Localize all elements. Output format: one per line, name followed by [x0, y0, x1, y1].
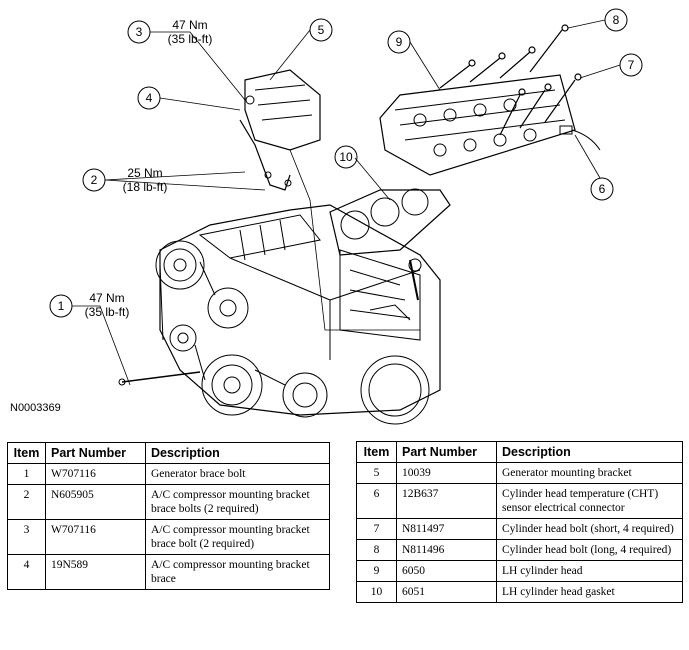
table-header-row: Item Part Number Description [356, 441, 683, 463]
callout-9-number: 9 [396, 35, 403, 49]
item-cell: 2 [7, 484, 46, 520]
table-row: 4 19N589 A/C compressor mounting bracket… [7, 554, 330, 590]
description-cell: A/C compressor mounting bracket brace bo… [145, 519, 330, 555]
callout-3-torque-lbft: (35 lb-ft) [168, 32, 213, 46]
part-number-cell: W707116 [45, 463, 146, 485]
header-item: Item [7, 442, 46, 464]
table-row: 1 W707116 Generator brace bolt [7, 463, 330, 485]
engine-exploded-view-illustration: 3 5 4 2 1 9 10 8 7 6 47 Nm (35 lb-ft) 25… [49, 8, 643, 425]
table-row: 8 N811496 Cylinder head bolt (long, 4 re… [356, 539, 683, 561]
item-cell: 3 [7, 519, 46, 555]
callout-6-number: 6 [599, 182, 606, 196]
table-row: 6 12B637 Cylinder head temperature (CHT)… [356, 483, 683, 519]
table-header-row: Item Part Number Description [7, 442, 330, 464]
part-number-cell: 10039 [396, 462, 497, 484]
callout-1-torque-lbft: (35 lb-ft) [85, 305, 130, 319]
part-number-cell: 6051 [396, 581, 497, 603]
cht-sensor-connector-drawing [559, 125, 601, 151]
part-number-cell: 6050 [396, 560, 497, 582]
description-cell: Generator brace bolt [145, 463, 330, 485]
parts-table-left: Item Part Number Description 1 W707116 G… [7, 442, 330, 590]
item-cell: 7 [356, 518, 397, 540]
description-cell: LH cylinder head gasket [496, 581, 683, 603]
item-cell: 8 [356, 539, 397, 561]
cylinder-head-gasket-drawing [329, 188, 451, 256]
header-part-number: Part Number [396, 441, 497, 463]
callout-4-circle [137, 86, 161, 110]
description-cell: Cylinder head bolt (short, 4 required) [496, 518, 683, 540]
table-row: 10 6051 LH cylinder head gasket [356, 581, 683, 603]
leader-lines [72, 19, 621, 386]
part-number-cell: W707116 [45, 519, 146, 555]
callout-1-torque-nm: 47 Nm [89, 291, 124, 305]
item-cell: 1 [7, 463, 46, 485]
header-description: Description [145, 442, 330, 464]
part-number-cell: 19N589 [45, 554, 146, 590]
description-cell: Generator mounting bracket [496, 462, 683, 484]
callout-10-circle [334, 145, 358, 169]
engine-block-drawing [155, 204, 441, 425]
item-cell: 6 [356, 483, 397, 519]
callout-2-torque-nm: 25 Nm [127, 166, 162, 180]
callout-2-circle [82, 168, 106, 192]
callout-10-number: 10 [339, 150, 353, 164]
callout-1-number: 1 [58, 299, 65, 313]
generator-bracket-drawing [239, 69, 321, 191]
callout-8-circle [604, 8, 628, 32]
generator-brace-bolt-drawing [121, 371, 201, 383]
callout-7-number: 7 [628, 58, 635, 72]
table-row: 9 6050 LH cylinder head [356, 560, 683, 582]
callout-4-number: 4 [146, 91, 153, 105]
header-item: Item [356, 441, 397, 463]
header-part-number: Part Number [45, 442, 146, 464]
callout-2-torque-lbft: (18 lb-ft) [123, 180, 168, 194]
item-cell: 5 [356, 462, 397, 484]
part-number-cell: N811497 [396, 518, 497, 540]
item-cell: 10 [356, 581, 397, 603]
parts-table-right: Item Part Number Description 5 10039 Gen… [356, 441, 683, 603]
description-cell: Cylinder head temperature (CHT) sensor e… [496, 483, 683, 519]
callout-9-circle [387, 30, 411, 54]
callout-8-number: 8 [613, 13, 620, 27]
item-cell: 4 [7, 554, 46, 590]
table-row: 3 W707116 A/C compressor mounting bracke… [7, 519, 330, 555]
callout-2-number: 2 [91, 173, 98, 187]
part-number-cell: N605905 [45, 484, 146, 520]
part-number-cell: N811496 [396, 539, 497, 561]
table-row: 7 N811497 Cylinder head bolt (short, 4 r… [356, 518, 683, 540]
callout-5-circle [309, 18, 333, 42]
description-cell: A/C compressor mounting bracket brace [145, 554, 330, 590]
table-row: 5 10039 Generator mounting bracket [356, 462, 683, 484]
callout-7-circle [619, 53, 643, 77]
description-cell: LH cylinder head [496, 560, 683, 582]
cylinder-head-bolts-drawing [439, 24, 582, 136]
cylinder-head-drawing [379, 74, 576, 176]
callout-3-circle [127, 20, 151, 44]
part-number-cell: 12B637 [396, 483, 497, 519]
header-description: Description [496, 441, 683, 463]
table-row: 2 N605905 A/C compressor mounting bracke… [7, 484, 330, 520]
callout-3-torque-nm: 47 Nm [172, 18, 207, 32]
figure-id: N0003369 [10, 402, 61, 414]
callout-5-number: 5 [318, 23, 325, 37]
callout-6-circle [590, 177, 614, 201]
description-cell: A/C compressor mounting bracket brace bo… [145, 484, 330, 520]
callout-3-number: 3 [136, 25, 143, 39]
item-cell: 9 [356, 560, 397, 582]
description-cell: Cylinder head bolt (long, 4 required) [496, 539, 683, 561]
callout-1-circle [49, 294, 73, 318]
